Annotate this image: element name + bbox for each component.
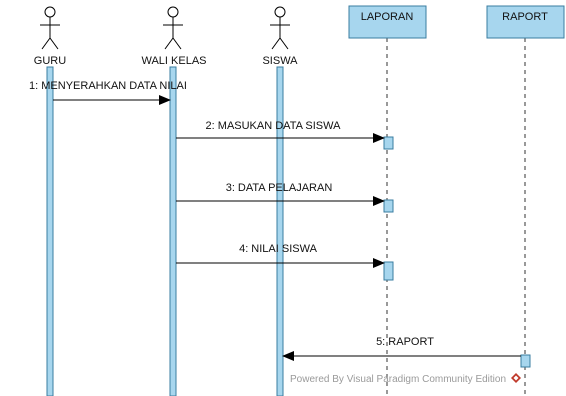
laporan-activation-2[interactable] bbox=[383, 199, 394, 213]
watermark: Powered By Visual Paradigm Community Edi… bbox=[290, 373, 522, 385]
object-laporan[interactable]: LAPORAN bbox=[348, 5, 427, 39]
wali-kelas-actor-icon bbox=[163, 6, 183, 50]
laporan-box bbox=[348, 5, 427, 39]
visual-paradigm-logo-icon bbox=[511, 373, 522, 383]
message-3-label: 3: DATA PELAJARAN bbox=[226, 182, 333, 194]
siswa-actor-icon bbox=[270, 6, 290, 50]
message-3[interactable]: 3: DATA PELAJARAN bbox=[176, 182, 385, 206]
actor-wali-kelas[interactable]: WALI KELAS bbox=[141, 6, 207, 67]
message-1[interactable]: 1: MENYERAHKAN DATA NILAI bbox=[29, 80, 187, 105]
guru-actor-icon bbox=[40, 6, 60, 50]
laporan-label: LAPORAN bbox=[361, 11, 414, 23]
message-5-label: 5: RAPORT bbox=[376, 336, 434, 348]
raport-activation-1[interactable] bbox=[520, 354, 531, 368]
message-4-label: 4: NILAI SISWA bbox=[239, 243, 318, 255]
siswa-label: SISWA bbox=[262, 55, 298, 67]
guru-activation-bar[interactable] bbox=[46, 66, 54, 396]
raport-label: RAPORT bbox=[502, 11, 548, 23]
message-4[interactable]: 4: NILAI SISWA bbox=[176, 243, 385, 268]
guru-label: GURU bbox=[34, 55, 66, 67]
message-5[interactable]: 5: RAPORT bbox=[282, 336, 521, 361]
raport-box bbox=[486, 5, 565, 39]
message-1-label: 1: MENYERAHKAN DATA NILAI bbox=[29, 80, 187, 92]
siswa-activation-bar[interactable] bbox=[276, 66, 284, 396]
laporan-activation-3[interactable] bbox=[383, 261, 394, 281]
actor-guru[interactable]: GURU bbox=[34, 6, 66, 67]
message-2[interactable]: 2: MASUKAN DATA SISWA bbox=[176, 120, 385, 143]
message-2-label: 2: MASUKAN DATA SISWA bbox=[206, 120, 342, 132]
wali-kelas-activation-bar[interactable] bbox=[169, 66, 177, 396]
actor-siswa[interactable]: SISWA bbox=[262, 6, 298, 67]
laporan-activation-1[interactable] bbox=[383, 136, 394, 150]
watermark-text: Powered By Visual Paradigm Community Edi… bbox=[290, 374, 507, 385]
object-raport[interactable]: RAPORT bbox=[486, 5, 565, 39]
wali-kelas-label: WALI KELAS bbox=[141, 55, 206, 67]
